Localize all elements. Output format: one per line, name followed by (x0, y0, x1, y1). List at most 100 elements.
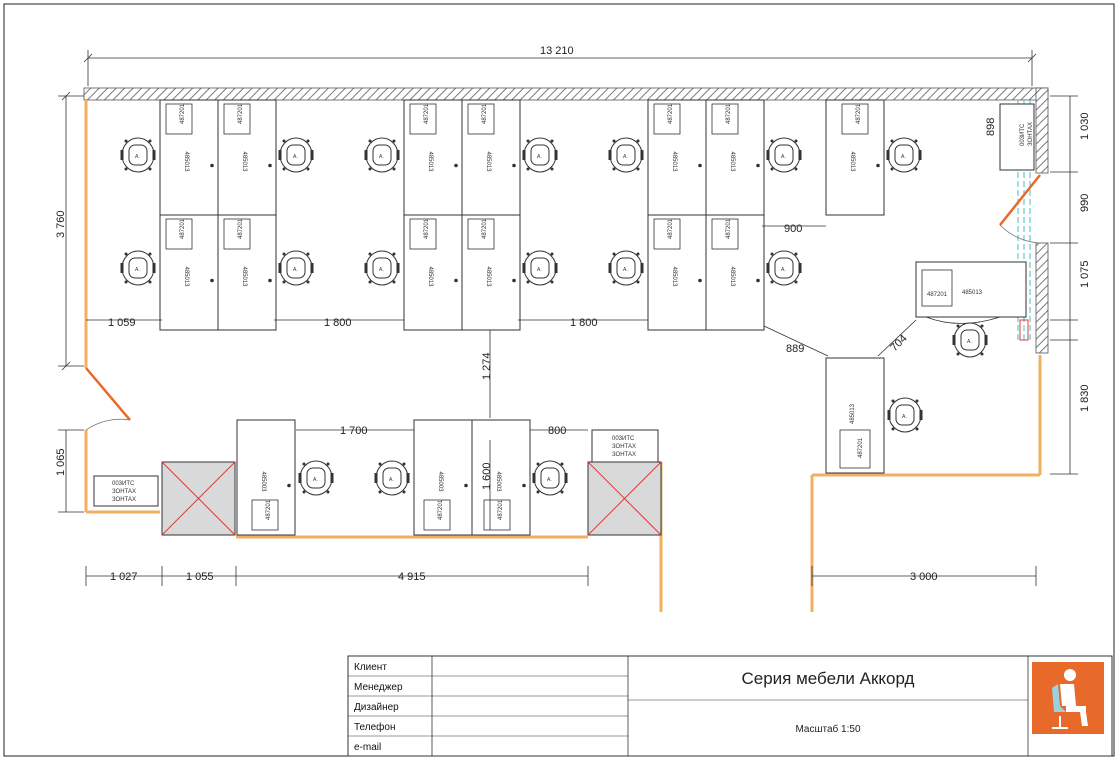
pedestal (223, 218, 251, 250)
tabletop-code: 485013 (427, 267, 433, 288)
pedestal (423, 499, 451, 531)
scale-label: Масштаб 1:50 (795, 723, 860, 735)
cabinet-lower-label-3: ЗОНТАХ (612, 452, 636, 458)
field-client-label: Клиент (354, 662, 387, 673)
desk-handle (268, 278, 272, 283)
pedestal-code: 487201 (180, 103, 186, 124)
chair (766, 136, 802, 174)
dim-left-opening: 1 065 (55, 448, 67, 476)
pedestal-code: 487201 (482, 103, 488, 124)
storage-label-2: ЗОНТАХ (112, 489, 136, 495)
pedestal-code: 487201 (238, 103, 244, 124)
pedestal-code: 487201 (498, 499, 504, 520)
pedestal (483, 499, 511, 531)
pedestal (165, 103, 193, 135)
pedestal-code: 487201 (482, 218, 488, 239)
workstation: 487201 485003 (471, 419, 568, 536)
tabletop-code: 485003 (260, 472, 266, 493)
chair (766, 249, 802, 287)
desk-handle (454, 163, 458, 168)
dim-right-mid: 1 075 (1079, 260, 1091, 288)
desk-handle (522, 483, 526, 488)
chair (886, 136, 922, 174)
desk-handle (268, 163, 272, 168)
pedestal-code: 487201 (927, 292, 948, 298)
desk-handle (464, 483, 468, 488)
pedestal (165, 218, 193, 250)
pedestal-code: 487201 (424, 103, 430, 124)
dim-bottom-a: 1 027 (110, 571, 138, 583)
tabletop-code: 485003 (495, 472, 501, 493)
tabletop-code: 485013 (485, 152, 491, 173)
series-title: Серия мебели Аккорд (742, 669, 915, 688)
chair (364, 136, 400, 174)
workstation: 487201 485013 (608, 214, 707, 331)
storage-left: 003ИТС ЗОНТАХ ЗОНТАХ (93, 475, 159, 507)
desk-handle (698, 278, 702, 283)
chair (120, 136, 156, 174)
cabinet-lower-label-1: 003ИТС (612, 436, 635, 442)
desk-handle (756, 163, 760, 168)
chair (608, 249, 644, 287)
cabinet-lower: 003ИТС ЗОНТАХ ЗОНТАХ (591, 429, 659, 463)
cabinet-lower-label-2: ЗОНТАХ (612, 444, 636, 450)
pedestal-code: 487201 (180, 218, 186, 239)
tabletop-code: 485013 (183, 267, 189, 288)
dim-aisle: 1 274 (481, 352, 493, 380)
tabletop-code: 485013 (849, 152, 855, 173)
desk-handle (210, 278, 214, 283)
title-block: Клиент Менеджер Дизайнер Телефон e-mail … (347, 655, 1113, 757)
dim-bottom-b: 1 055 (186, 571, 214, 583)
desk-lower-right: 487201 485013 (825, 357, 923, 474)
chair (532, 459, 568, 497)
column-left (161, 461, 236, 536)
dim-right-top: 1 030 (1079, 112, 1091, 140)
tabletop-code: 485013 (850, 403, 856, 424)
pedestal-code: 487201 (726, 103, 732, 124)
tabletop-code: 485013 (241, 267, 247, 288)
chair (278, 136, 314, 174)
chair (364, 249, 400, 287)
pedestal (223, 103, 251, 135)
wall-right-upper (1035, 87, 1049, 174)
dim-diag-a: 889 (786, 343, 804, 355)
wall-right-mid (1035, 242, 1049, 354)
field-designer-label: Дизайнер (354, 702, 399, 713)
tabletop-code: 485013 (485, 267, 491, 288)
storage-label-1: 003ИТС (112, 481, 135, 487)
chair (887, 396, 923, 434)
workstations-upper: 487201 485013 487201 485013 487201 485013 4872… (120, 99, 922, 331)
chair (608, 136, 644, 174)
dimensions (58, 50, 1078, 586)
desk-handle (698, 163, 702, 168)
dim-lower-gap-b: 800 (548, 425, 566, 437)
chair (522, 249, 558, 287)
dim-diag-b: 704 (888, 333, 909, 354)
chair (120, 249, 156, 287)
seated-person-icon (1032, 662, 1104, 734)
chair (298, 459, 334, 497)
storage-label-3: ЗОНТАХ (112, 497, 136, 503)
door-left (85, 367, 131, 431)
cabinet-right: 003ИТС ЗОНТАХ (999, 103, 1035, 171)
dim-left-height: 3 760 (55, 210, 67, 238)
dim-900: 900 (784, 223, 802, 235)
tabletop-code: 485013 (671, 267, 677, 288)
pedestal-code: 487201 (668, 218, 674, 239)
tabletop-code: 485003 (437, 472, 443, 493)
dim-bottom-d: 3 000 (910, 571, 938, 583)
dim-cabinet-height: 898 (985, 118, 997, 136)
chair (952, 321, 988, 359)
chair (278, 249, 314, 287)
dim-lower-gap-a: 1 700 (340, 425, 368, 437)
dim-bottom-c: 4 915 (398, 571, 426, 583)
